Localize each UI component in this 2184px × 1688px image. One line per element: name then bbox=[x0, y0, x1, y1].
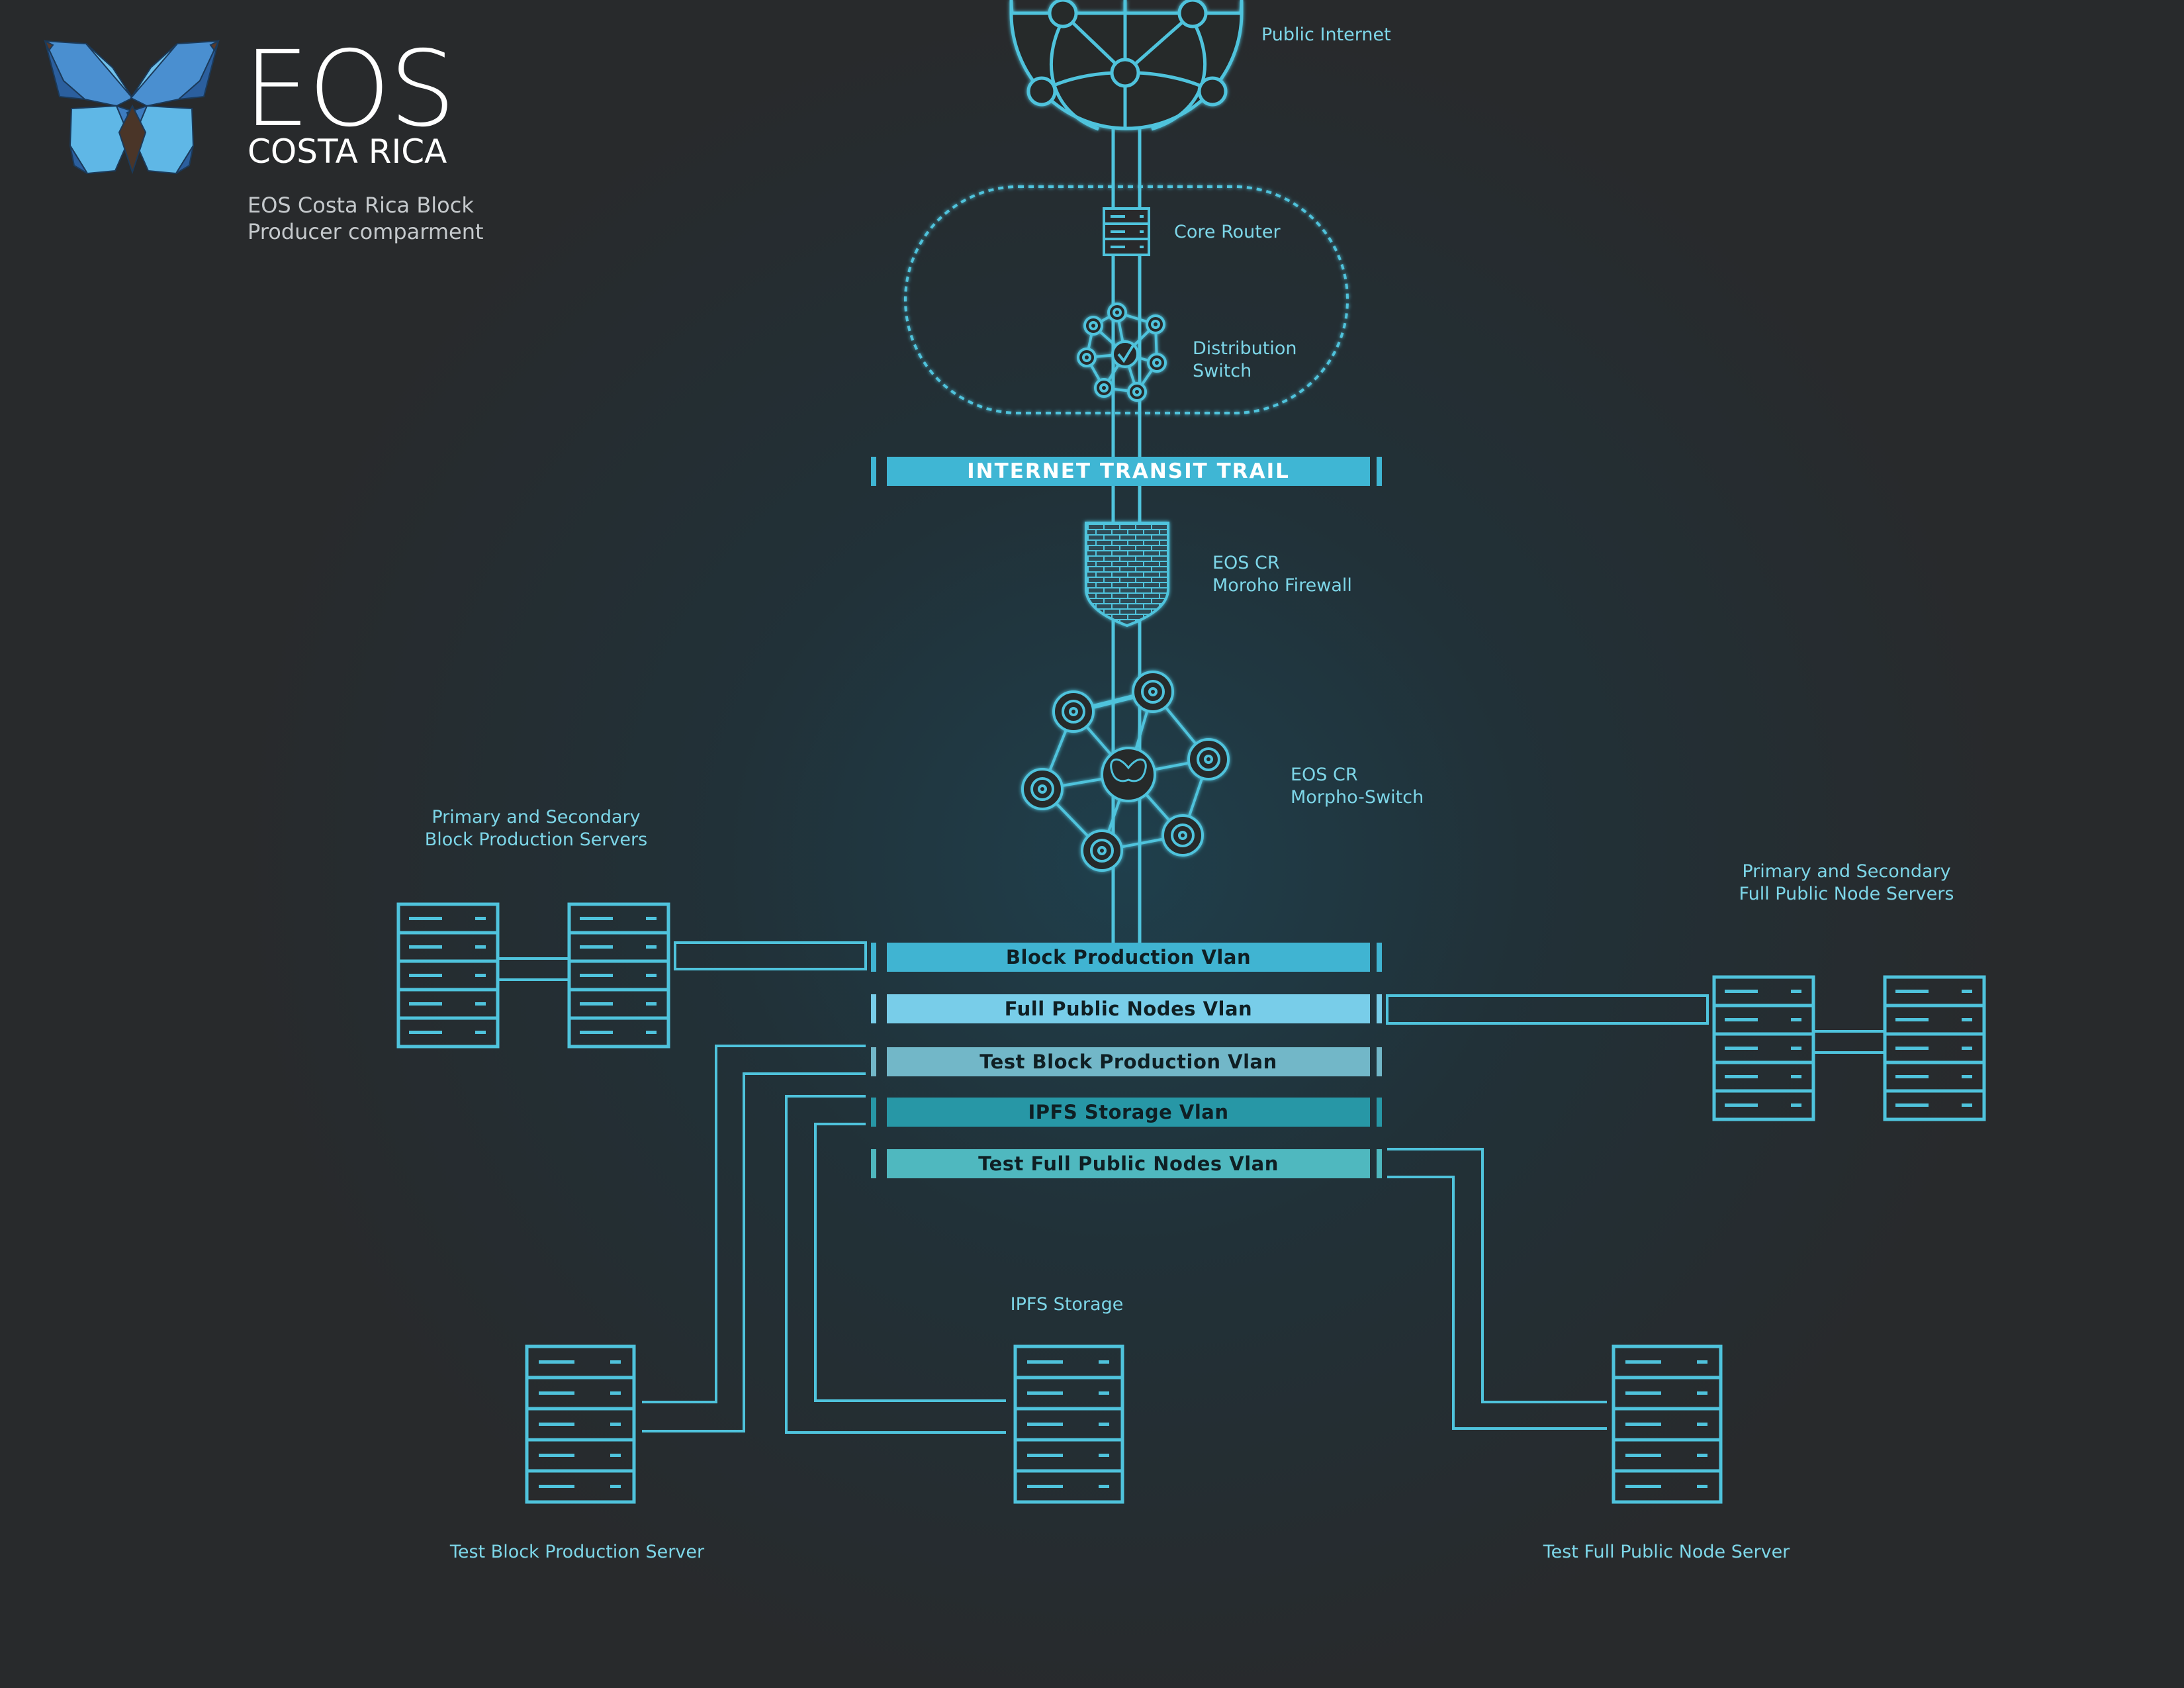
vlan-full-public-nodes: Full Public Nodes Vlan bbox=[887, 994, 1370, 1023]
label-distribution-switch-line-2: Switch bbox=[1193, 361, 1252, 381]
label-full-public-node-servers-line-1: Primary and Secondary bbox=[1742, 861, 1951, 882]
vlan-end-caps bbox=[871, 457, 1382, 1178]
test-block-production-server bbox=[527, 1346, 634, 1502]
distribution-switch-icon bbox=[1077, 303, 1167, 402]
vlan-ipfs-storage: IPFS Storage Vlan bbox=[887, 1098, 1370, 1127]
full-public-node-server-primary bbox=[1714, 977, 1813, 1119]
test-block-production-cable bbox=[642, 1045, 866, 1432]
block-production-server-secondary bbox=[569, 904, 668, 1047]
brand-caption-line-1: EOS Costa Rica Block bbox=[248, 193, 474, 218]
brand-caption-line-2: Producer comparment bbox=[248, 219, 484, 244]
full-public-nodes-cable bbox=[1386, 994, 1709, 1025]
label-test-full-public-node-server: Test Full Public Node Server bbox=[1543, 1542, 1790, 1562]
vlan-block-production: Block Production Vlan bbox=[887, 943, 1370, 972]
label-public-internet: Public Internet bbox=[1261, 24, 1391, 45]
core-zone-boundary bbox=[904, 185, 1349, 414]
label-firewall: EOS CR Moroho Firewall bbox=[1212, 552, 1352, 597]
block-production-cable bbox=[674, 941, 867, 970]
butterfly-logo bbox=[44, 39, 220, 175]
full-public-node-server-secondary bbox=[1885, 977, 1984, 1119]
label-firewall-line-1: EOS CR bbox=[1212, 553, 1280, 573]
label-full-public-node-servers-line-2: Full Public Node Servers bbox=[1739, 884, 1954, 904]
label-block-production-servers-line-2: Block Production Servers bbox=[424, 829, 648, 850]
label-test-block-production-server: Test Block Production Server bbox=[449, 1542, 705, 1562]
test-full-public-nodes-cable bbox=[1387, 1148, 1607, 1430]
label-core-router: Core Router bbox=[1174, 222, 1281, 242]
block-production-server-primary bbox=[398, 904, 498, 1047]
globe-icon bbox=[1009, 0, 1244, 131]
vlan-test-full-public-nodes: Test Full Public Nodes Vlan bbox=[887, 1149, 1370, 1178]
test-full-public-node-server bbox=[1614, 1346, 1721, 1502]
brand-caption: EOS Costa Rica Block Producer comparment bbox=[248, 192, 484, 245]
label-morpho-switch-line-1: EOS CR bbox=[1291, 765, 1358, 785]
label-morpho-switch-line-2: Morpho-Switch bbox=[1291, 787, 1424, 808]
label-firewall-line-2: Moroho Firewall bbox=[1212, 575, 1352, 596]
vlan-test-block-production: Test Block Production Vlan bbox=[887, 1047, 1370, 1076]
label-ipfs-storage: IPFS Storage bbox=[1010, 1294, 1124, 1315]
brand-name: EOS bbox=[244, 28, 455, 150]
label-distribution-switch: Distribution Switch bbox=[1193, 338, 1297, 383]
label-morpho-switch: EOS CR Morpho-Switch bbox=[1291, 764, 1424, 809]
ipfs-storage-server bbox=[1015, 1346, 1122, 1502]
firewall-icon bbox=[1085, 522, 1169, 628]
label-block-production-servers-line-1: Primary and Secondary bbox=[432, 807, 641, 827]
morpho-switch-icon bbox=[1021, 671, 1230, 872]
full-public-node-server-link bbox=[1813, 1030, 1885, 1054]
block-production-server-link bbox=[498, 957, 569, 981]
ipfs-storage-cable bbox=[785, 1095, 1006, 1434]
brand-subname: COSTA RICA bbox=[248, 132, 447, 171]
label-full-public-node-servers: Primary and Secondary Full Public Node S… bbox=[1681, 861, 2012, 906]
vlan-internet-transit-trail: INTERNET TRANSIT TRAIL bbox=[887, 457, 1370, 486]
label-distribution-switch-line-1: Distribution bbox=[1193, 338, 1297, 359]
label-block-production-servers: Primary and Secondary Block Production S… bbox=[371, 806, 702, 851]
router-icon bbox=[1103, 207, 1150, 256]
